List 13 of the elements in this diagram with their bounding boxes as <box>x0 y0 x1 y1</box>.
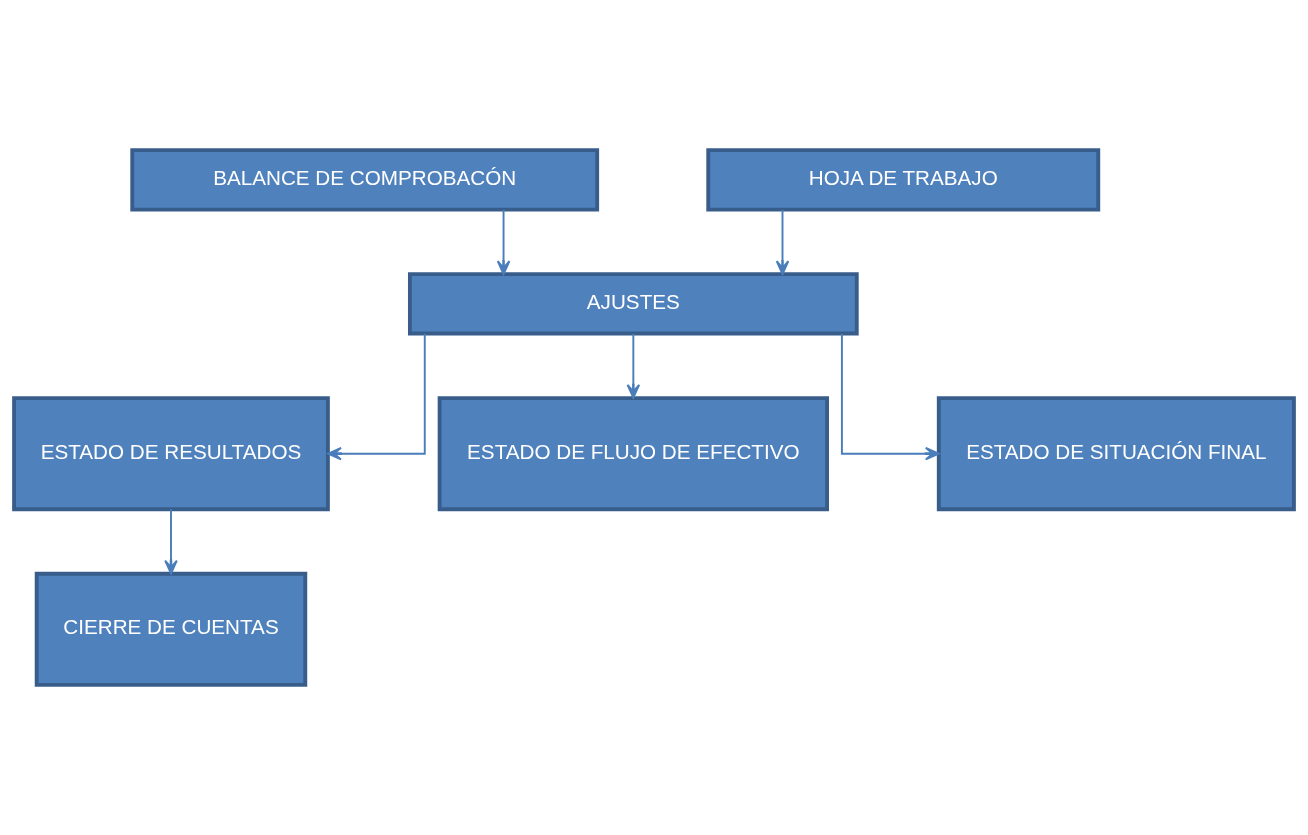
node-box: AJUSTES <box>407 272 859 336</box>
node-box: ESTADO DE SITUACIÓN FINAL <box>936 396 1296 512</box>
node-box: BALANCE DE COMPROBACÓN <box>130 148 600 212</box>
node-box: CIERRE DE CUENTAS <box>34 571 308 687</box>
arrow <box>626 332 641 399</box>
arrow <box>164 508 178 575</box>
arrow <box>496 208 511 276</box>
node-box: HOJA DE TRABAJO <box>706 148 1101 212</box>
arrow <box>775 208 790 276</box>
node-box: ESTADO DE RESULTADOS <box>12 396 330 512</box>
arrow <box>840 332 940 461</box>
node-box: ESTADO DE FLUJO DE EFECTIVO <box>437 396 829 512</box>
arrow <box>327 332 426 461</box>
